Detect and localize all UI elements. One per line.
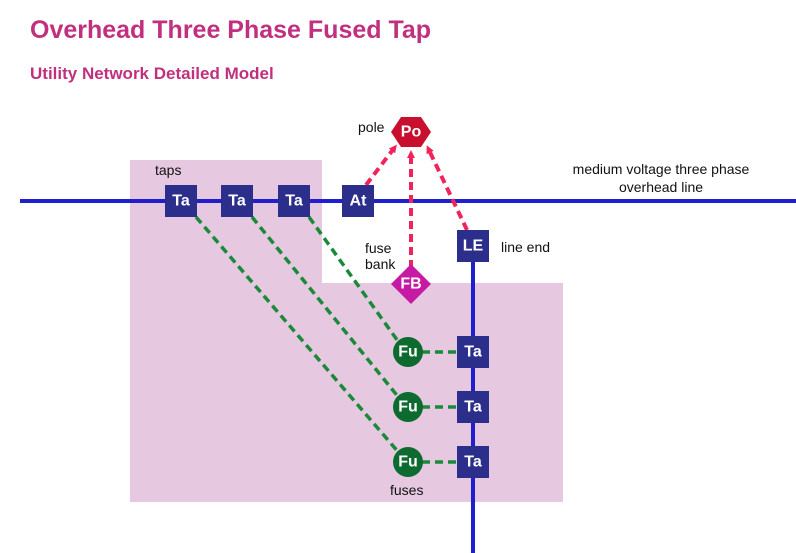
svg-text:FB: FB [400,276,421,293]
svg-text:LE: LE [463,238,484,255]
pole-node[interactable]: Po [391,117,431,147]
pole-label: pole [358,119,385,135]
svg-text:Fu: Fu [398,454,418,471]
page-subtitle: Utility Network Detailed Model [30,64,274,83]
svg-text:Ta: Ta [464,399,482,416]
svg-text:Ta: Ta [172,193,190,210]
fuse-node[interactable]: Fu [393,337,423,367]
connection-line [250,215,402,401]
line-label-top: medium voltage three phase [573,161,750,177]
svg-text:Ta: Ta [228,193,246,210]
tap-node[interactable]: Ta [165,185,197,217]
svg-text:At: At [350,193,368,210]
svg-text:Ta: Ta [464,454,482,471]
association-arrow [364,144,397,187]
page-title: Overhead Three Phase Fused Tap [30,16,432,44]
fuses-label: fuses [390,482,423,498]
svg-text:Po: Po [401,124,422,141]
connections [194,215,458,464]
association-arrow [426,145,469,231]
svg-text:Ta: Ta [464,344,482,361]
svg-text:Fu: Fu [398,399,418,416]
fuse-bank-label-1: fuse [365,240,392,256]
connection-line [307,215,402,346]
line-end-label: line end [501,239,550,255]
tap-node[interactable]: Ta [278,185,310,217]
svg-text:Fu: Fu [398,344,418,361]
tap-node[interactable]: Ta [457,391,489,423]
fuse-bank-label-2: bank [365,256,396,272]
tap-node[interactable]: Ta [221,185,253,217]
tap-node[interactable]: Ta [457,446,489,478]
connection-line [194,215,402,456]
svg-text:Ta: Ta [285,193,303,210]
taps-label: taps [155,162,181,178]
line-label-bottom: overhead line [619,179,703,195]
attachment-node[interactable]: At [342,185,374,217]
tap-node[interactable]: Ta [457,336,489,368]
associations [364,144,469,268]
fuse-node[interactable]: Fu [393,447,423,477]
fuse-node[interactable]: Fu [393,392,423,422]
line-end-node[interactable]: LE [457,230,489,262]
fuse-bank-node[interactable]: FB [391,264,431,304]
